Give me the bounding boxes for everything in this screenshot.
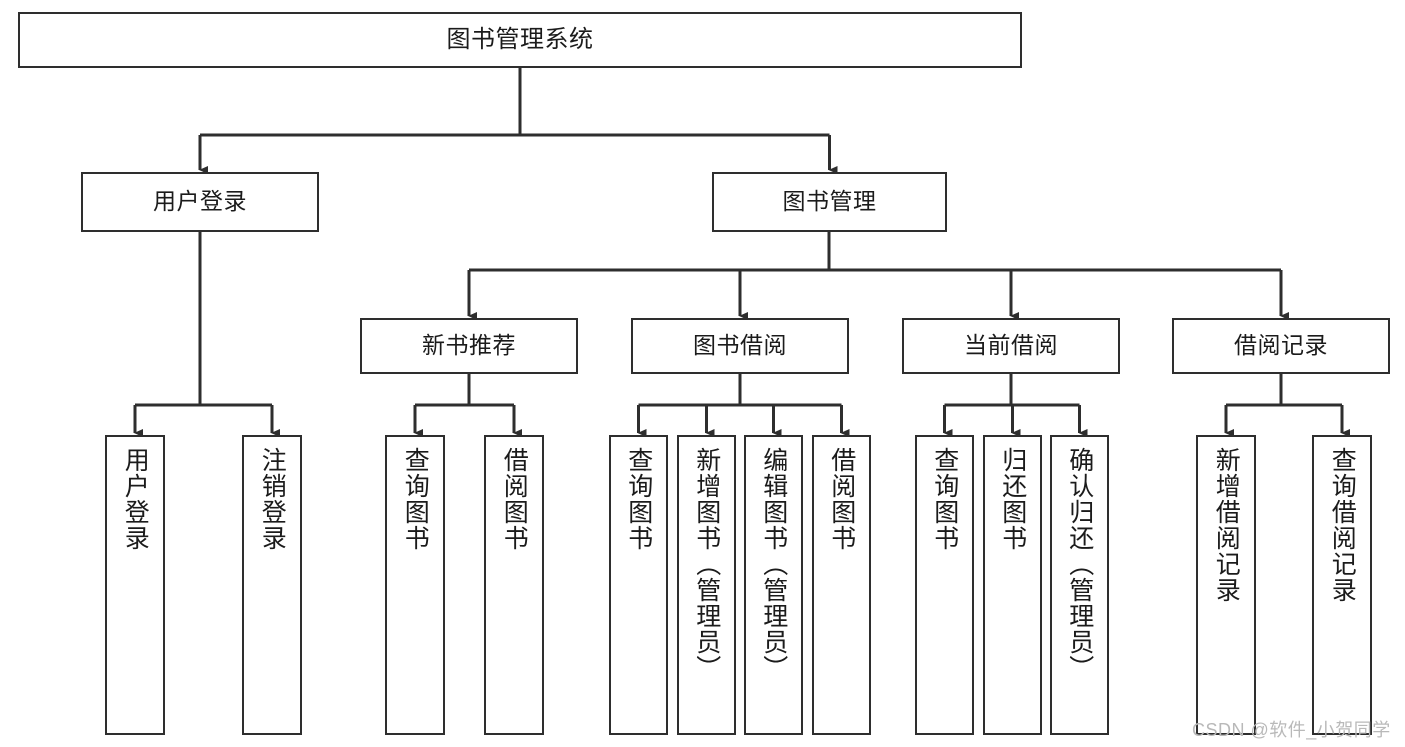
node-book-borrow[interactable]: 图书借阅 bbox=[631, 318, 849, 374]
node-leaf-confirm-return[interactable]: 确认归还（管理员） bbox=[1050, 435, 1109, 735]
tree-connectors bbox=[133, 68, 1350, 437]
node-leaf-query-book-current[interactable]: 查询图书 bbox=[915, 435, 974, 735]
node-label: 借阅记录 bbox=[1234, 332, 1328, 359]
node-leaf-borrow-book[interactable]: 借阅图书 bbox=[812, 435, 871, 735]
node-leaf-query-book-rec[interactable]: 查询图书 bbox=[385, 435, 445, 735]
node-label: 当前借阅 bbox=[964, 332, 1058, 359]
node-label: 查询图书 bbox=[930, 447, 959, 551]
node-leaf-query-record[interactable]: 查询借阅记录 bbox=[1312, 435, 1372, 735]
node-leaf-return-book[interactable]: 归还图书 bbox=[983, 435, 1042, 735]
node-label: 借阅图书 bbox=[500, 447, 529, 551]
node-leaf-add-record[interactable]: 新增借阅记录 bbox=[1196, 435, 1256, 735]
node-leaf-logout[interactable]: 注销登录 bbox=[242, 435, 302, 735]
node-leaf-user-login[interactable]: 用户登录 bbox=[105, 435, 165, 735]
node-label: 新增图书（管理员） bbox=[692, 447, 721, 681]
node-leaf-edit-book[interactable]: 编辑图书（管理员） bbox=[744, 435, 803, 735]
node-label: 注销登录 bbox=[258, 447, 287, 551]
node-leaf-add-book[interactable]: 新增图书（管理员） bbox=[677, 435, 736, 735]
node-leaf-borrow-book-rec[interactable]: 借阅图书 bbox=[484, 435, 544, 735]
node-label: 借阅图书 bbox=[827, 447, 856, 551]
node-label: 查询借阅记录 bbox=[1328, 447, 1357, 603]
node-new-book-rec[interactable]: 新书推荐 bbox=[360, 318, 578, 374]
node-label: 归还图书 bbox=[998, 447, 1027, 551]
node-borrow-record[interactable]: 借阅记录 bbox=[1172, 318, 1390, 374]
node-label: 图书借阅 bbox=[693, 332, 787, 359]
node-current-borrow[interactable]: 当前借阅 bbox=[902, 318, 1120, 374]
node-label: 查询图书 bbox=[624, 447, 653, 551]
node-label: 用户登录 bbox=[121, 447, 150, 551]
node-label: 新书推荐 bbox=[422, 332, 516, 359]
node-label: 确认归还（管理员） bbox=[1065, 447, 1094, 681]
node-label: 新增借阅记录 bbox=[1212, 447, 1241, 603]
node-root[interactable]: 图书管理系统 bbox=[18, 12, 1022, 68]
node-book-admin[interactable]: 图书管理 bbox=[712, 172, 947, 232]
node-label: 图书管理 bbox=[782, 188, 877, 215]
node-label: 查询图书 bbox=[401, 447, 430, 551]
node-label: 编辑图书（管理员） bbox=[759, 447, 788, 681]
node-leaf-query-book-borrow[interactable]: 查询图书 bbox=[609, 435, 668, 735]
csdn-watermark: CSDN @软件_小贺同学 bbox=[1192, 720, 1391, 740]
node-label: 图书管理系统 bbox=[446, 25, 594, 53]
node-user-login[interactable]: 用户登录 bbox=[81, 172, 319, 232]
node-label: 用户登录 bbox=[153, 188, 247, 215]
